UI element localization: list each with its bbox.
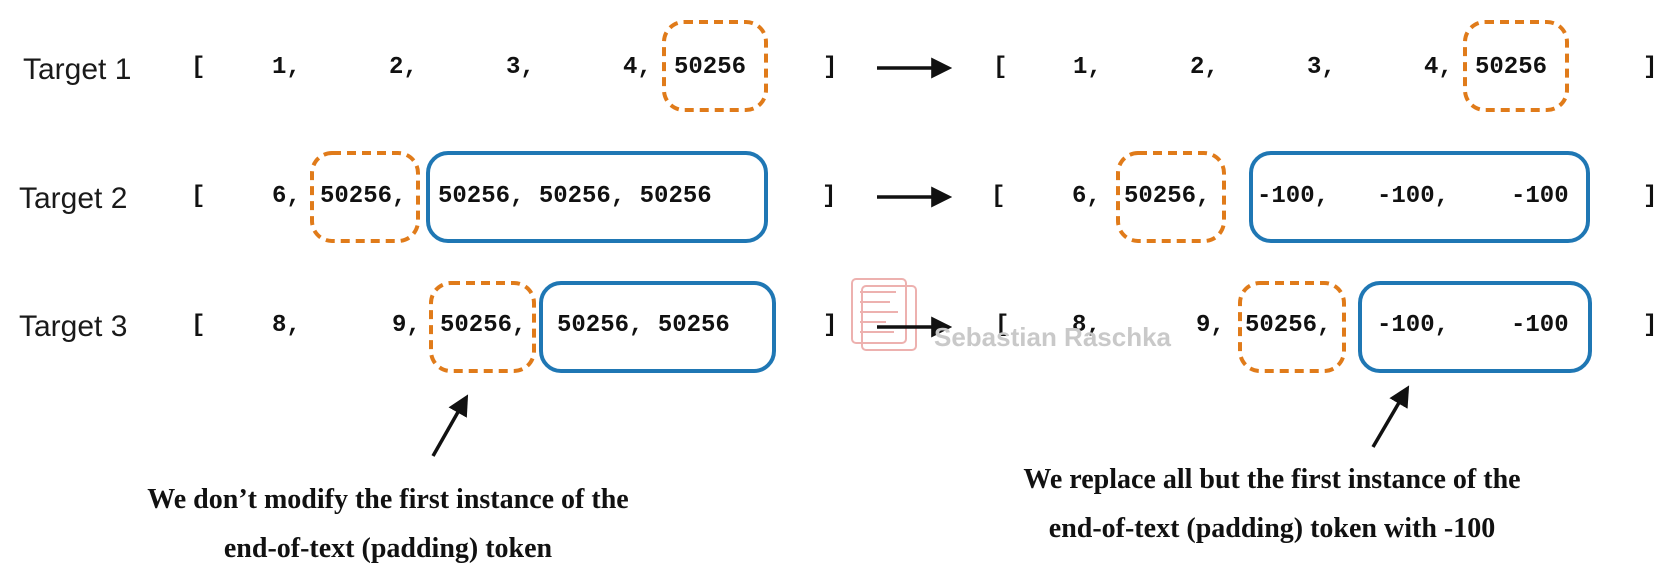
token: 1,	[272, 54, 301, 81]
close-bracket: ]	[823, 312, 838, 339]
diagonal-arrow-icon-left	[431, 394, 469, 457]
first-eot-box-left-1	[662, 20, 768, 112]
diagonal-arrow-icon-right	[1371, 385, 1410, 448]
close-bracket: ]	[822, 183, 837, 210]
token: 6,	[1072, 183, 1101, 210]
token-padding-group: 50256, 50256, 50256	[438, 183, 712, 210]
first-eot-box-right-1	[1463, 20, 1569, 112]
padding-box-right-2	[1249, 151, 1590, 243]
token-replaced: -100	[1511, 312, 1569, 339]
token-first-eot: 50256	[1475, 54, 1548, 81]
open-bracket: [	[191, 183, 206, 210]
close-bracket: ]	[1643, 54, 1658, 81]
token-padding-group: 50256, 50256	[557, 312, 730, 339]
row-label-target-2: Target 2	[19, 182, 128, 215]
token: 4,	[1424, 54, 1453, 81]
token-first-eot: 50256,	[320, 183, 407, 210]
first-eot-box-right-3	[1238, 281, 1346, 373]
first-eot-box-right-2	[1116, 151, 1226, 243]
watermark-text: Sebastian Raschka	[934, 322, 1172, 352]
open-bracket: [	[995, 312, 1010, 339]
close-bracket: ]	[1643, 312, 1658, 339]
token: 3,	[1307, 54, 1336, 81]
close-bracket: ]	[1643, 183, 1658, 210]
first-eot-box-left-3	[429, 281, 536, 373]
token-replaced: -100	[1511, 183, 1569, 210]
padding-box-left-2	[426, 151, 768, 243]
token-replaced: -100,	[1257, 183, 1330, 210]
caption-left-line-1: We don’t modify the first instance of th…	[147, 484, 629, 515]
caption-right-line-1: We replace all but the first instance of…	[1023, 464, 1521, 495]
row-label-target-1: Target 1	[23, 53, 132, 86]
open-bracket: [	[191, 312, 206, 339]
token: 4,	[623, 54, 652, 81]
open-bracket: [	[191, 54, 206, 81]
token-first-eot: 50256,	[1245, 312, 1332, 339]
token-first-eot: 50256	[674, 54, 747, 81]
open-bracket: [	[993, 54, 1008, 81]
token-replaced: -100,	[1377, 312, 1450, 339]
open-bracket: [	[991, 183, 1006, 210]
token-first-eot: 50256,	[440, 312, 527, 339]
token: 2,	[389, 54, 418, 81]
token: 8,	[272, 312, 301, 339]
token: 1,	[1073, 54, 1102, 81]
token: 8,	[1072, 312, 1101, 339]
watermark-logo-icon	[851, 278, 917, 351]
first-eot-box-left-2	[310, 151, 420, 243]
row-label-target-3: Target 3	[19, 310, 128, 343]
token-first-eot: 50256,	[1124, 183, 1211, 210]
token: 2,	[1190, 54, 1219, 81]
caption-right-line-2: end-of-text (padding) token with -100	[1048, 513, 1496, 544]
caption-left-line-2: end-of-text (padding) token	[223, 533, 553, 564]
padding-box-right-3	[1358, 281, 1592, 373]
token-replaced: -100,	[1377, 183, 1450, 210]
token: 3,	[506, 54, 535, 81]
token: 9,	[1196, 312, 1225, 339]
token: 9,	[392, 312, 421, 339]
padding-box-left-3	[539, 281, 776, 373]
token: 6,	[272, 183, 301, 210]
caption-left: We don’t modify the first instance of th…	[88, 475, 688, 573]
caption-right: We replace all but the first instance of…	[942, 455, 1602, 553]
close-bracket: ]	[823, 54, 838, 81]
